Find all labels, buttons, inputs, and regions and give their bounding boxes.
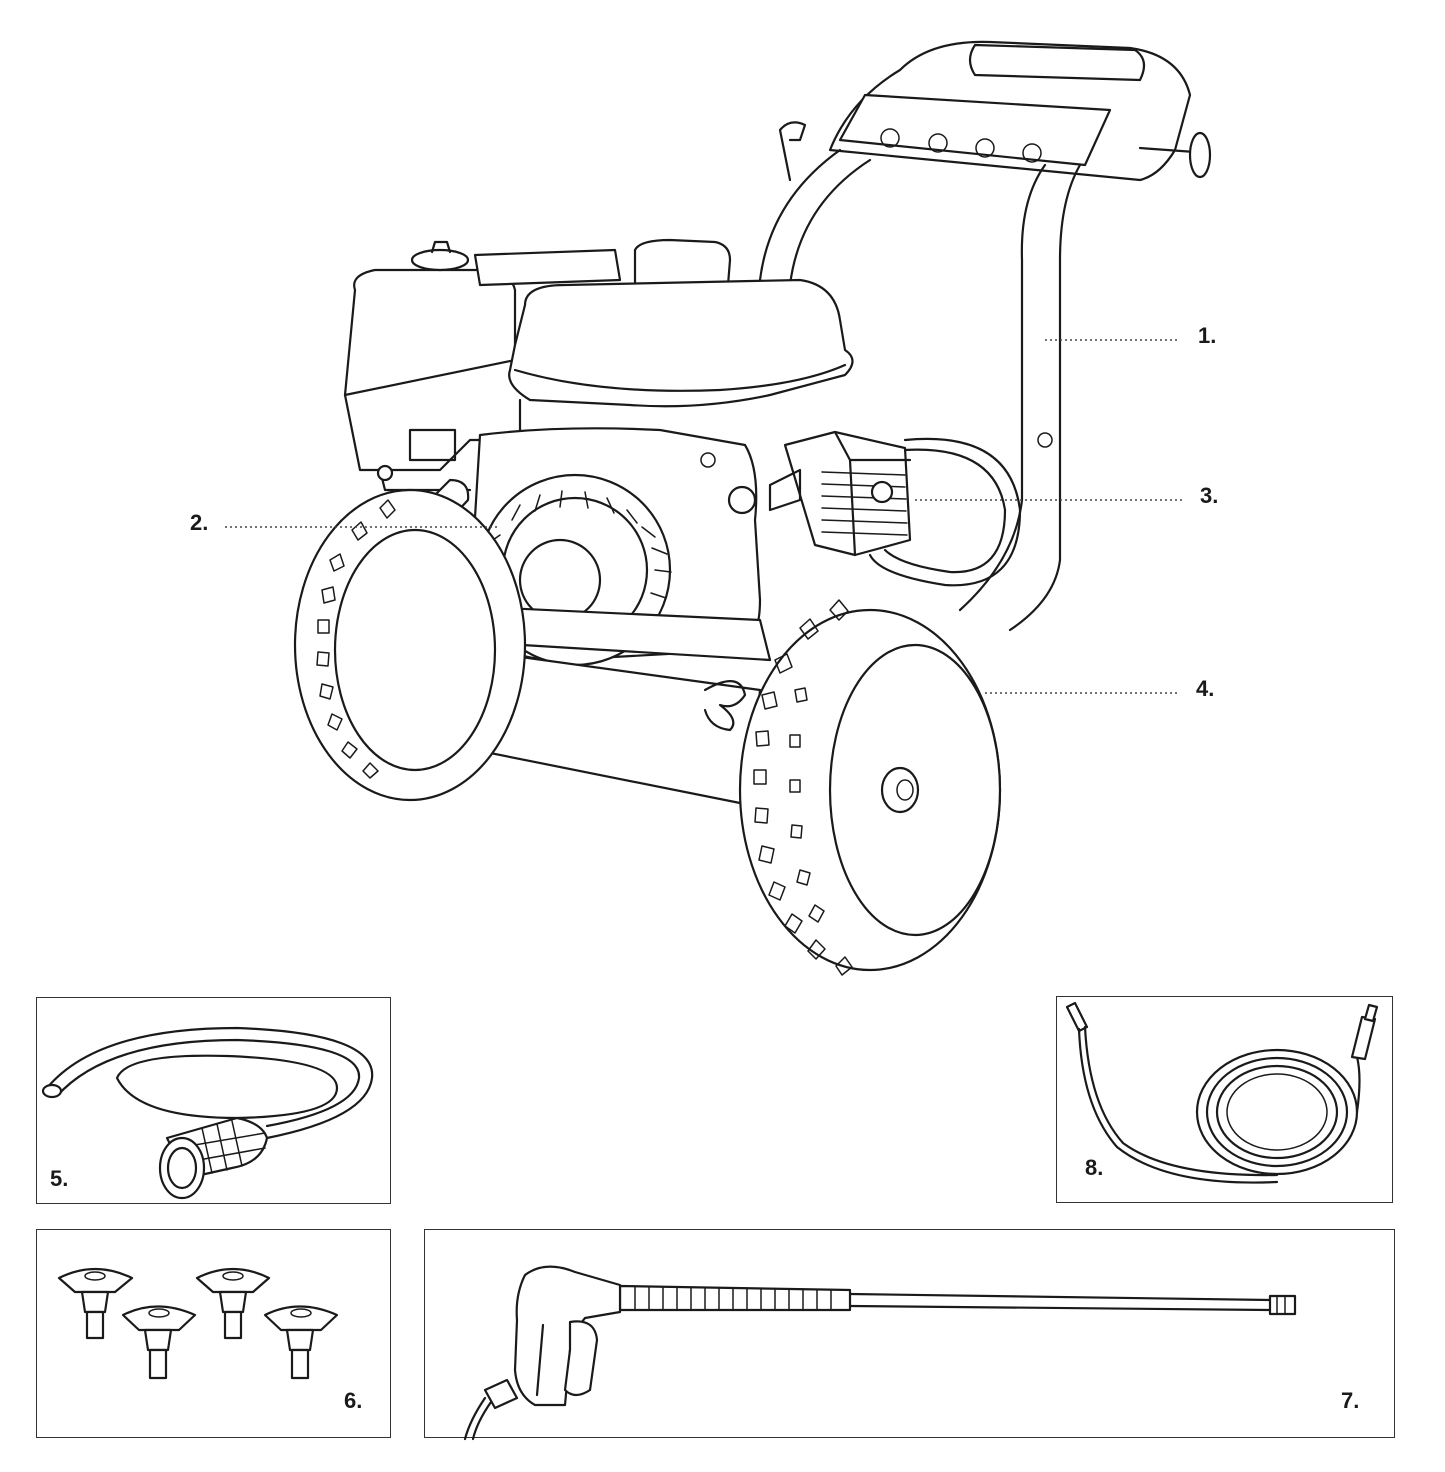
panel-spray-gun-wand: 7.: [424, 1229, 1395, 1441]
nozzle-1: [57, 1268, 134, 1340]
nozzle-2: [121, 1305, 197, 1380]
panel-nozzles: 6.: [36, 1229, 391, 1438]
callout-wheel: 4.: [1196, 676, 1215, 701]
spray-gun-wand-drawing: [463, 1265, 1297, 1441]
callout-pump: 3.: [1200, 483, 1219, 508]
front-wheel-drawing: [738, 599, 1002, 976]
callout-engine: 2.: [190, 510, 209, 535]
panel-garden-hose: 5.: [36, 997, 391, 1204]
pump-drawing: [768, 430, 1022, 587]
callout-spray-gun-wand: 7.: [1341, 1388, 1360, 1413]
garden-hose-drawing: [41, 1026, 374, 1200]
callout-garden-hose: 5.: [50, 1166, 69, 1191]
nozzle-3: [195, 1268, 271, 1340]
callout-nozzles: 6.: [344, 1388, 363, 1413]
frame-drawing: [758, 40, 1212, 632]
rear-wheel-drawing: [293, 488, 527, 802]
callout-high-pressure-hose: 8.: [1085, 1155, 1104, 1180]
nozzle-4: [263, 1305, 339, 1380]
pressure-washer-illustration: [225, 40, 1212, 976]
high-pressure-hose-drawing: [1065, 1001, 1379, 1184]
leader-lines: [225, 339, 1183, 694]
callout-frame: 1.: [1198, 323, 1217, 348]
panel-high-pressure-hose: 8.: [1056, 996, 1393, 1203]
nozzles-drawing: [57, 1268, 339, 1380]
